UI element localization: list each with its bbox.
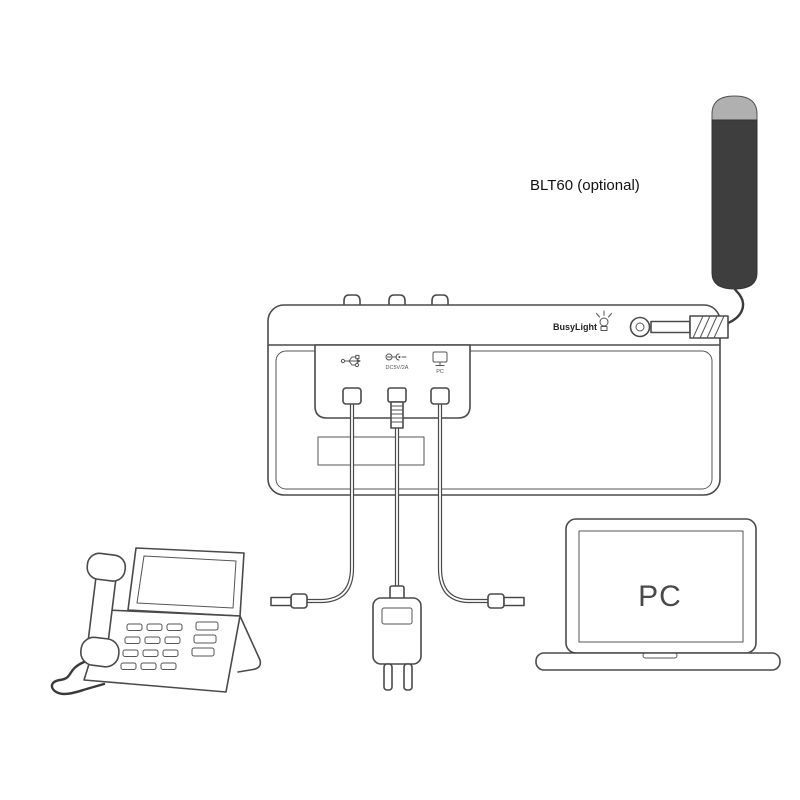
usb-cable-to-pc	[437, 401, 491, 604]
busylight-cap	[711, 95, 758, 123]
adapter-detail	[381, 607, 413, 625]
port-bump-right	[431, 294, 449, 307]
pc-label: PC	[638, 580, 682, 613]
phone-key	[142, 649, 159, 657]
laptop-pc: PC	[535, 518, 781, 671]
phone-key	[146, 623, 163, 631]
busylight-cable	[726, 286, 745, 325]
device-label-plate	[317, 436, 425, 466]
busylight-body	[711, 119, 758, 290]
blt60-label: BLT60 (optional)	[530, 177, 640, 194]
dc-power-icon: DC5V/2A	[385, 353, 409, 371]
phone-key	[140, 662, 157, 670]
busylight-jack	[629, 316, 651, 338]
speakerphone-device: DC5V/2A PC BusyLight	[267, 294, 721, 496]
port-bump-middle	[388, 294, 406, 307]
pc-port-icon: PC	[432, 351, 448, 375]
phone-key	[120, 662, 137, 670]
laptop-latch-notch	[642, 652, 678, 659]
busylight-port-label: BusyLight	[553, 322, 597, 332]
phone-handset	[79, 552, 127, 668]
phone-key	[195, 621, 219, 631]
phone-key	[126, 623, 143, 631]
usb-connector-pc	[487, 593, 525, 609]
phone-key	[162, 649, 179, 657]
usb-plug-head-left	[342, 387, 362, 405]
power-adapter	[372, 585, 422, 691]
phone-screen	[136, 555, 237, 609]
usb-plug-head-right	[430, 387, 450, 405]
busylight-icon	[596, 310, 612, 331]
phone-keypad	[120, 621, 219, 670]
phone-stand	[237, 615, 262, 673]
phone-key	[124, 636, 141, 644]
dc-port-label: DC5V/2A	[386, 365, 409, 371]
phone-key	[166, 623, 183, 631]
phone-key	[144, 636, 161, 644]
laptop-screen	[578, 530, 744, 643]
phone-cord	[50, 660, 106, 696]
pc-port-label: PC	[436, 369, 444, 375]
busylight-plug	[650, 315, 729, 339]
usb-connector-phone	[270, 593, 308, 609]
device-inner-outline	[275, 350, 713, 490]
adapter-body	[372, 597, 422, 665]
phone-key	[193, 634, 217, 644]
phone-key	[164, 636, 181, 644]
usb-cable-to-phone	[304, 401, 355, 604]
ip-desk-phone	[50, 547, 262, 696]
phone-key	[191, 647, 215, 657]
phone-key	[160, 662, 177, 670]
dc-barrel-plug	[387, 387, 407, 429]
usb-icon	[340, 354, 361, 368]
busylight-tower	[711, 95, 758, 290]
phone-key	[122, 649, 139, 657]
laptop-base	[535, 652, 781, 671]
port-bump-left	[343, 294, 361, 307]
adapter-prongs	[383, 663, 413, 691]
